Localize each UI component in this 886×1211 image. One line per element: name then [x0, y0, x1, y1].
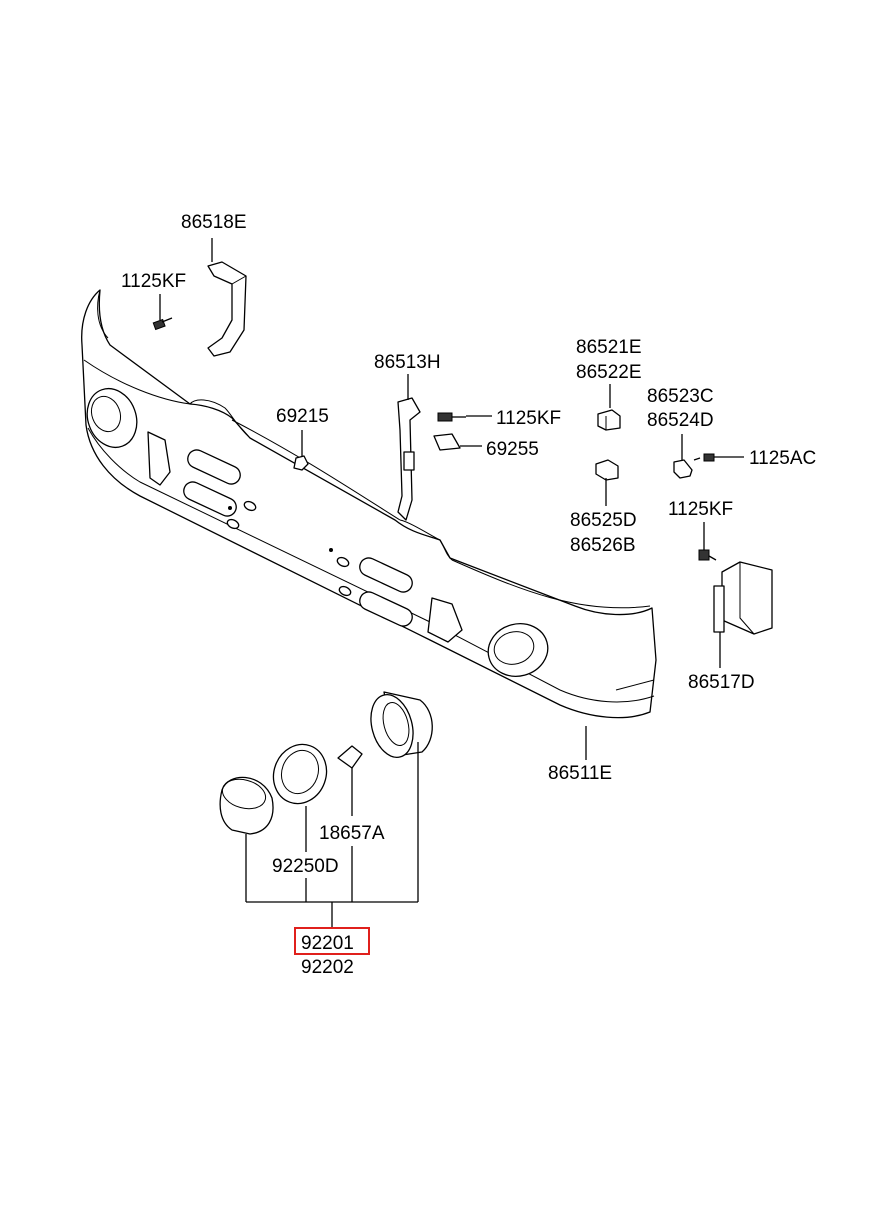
label-1125AC[interactable]: 1125AC: [749, 448, 816, 469]
screw-left[interactable]: [152, 317, 173, 331]
screw-ac[interactable]: [693, 453, 715, 462]
lamp-housing[interactable]: [364, 690, 433, 762]
bulb-icon[interactable]: [337, 745, 363, 816]
lamp-lens[interactable]: [219, 775, 274, 835]
label-86517D[interactable]: 86517D: [688, 672, 755, 693]
upper-bracket[interactable]: [207, 261, 247, 357]
label-69255[interactable]: 69255: [486, 439, 539, 460]
center-bracket[interactable]: [397, 397, 421, 521]
label-86511E[interactable]: 86511E: [548, 763, 612, 784]
front-bumper[interactable]: [79, 289, 657, 719]
clip-c[interactable]: [595, 459, 619, 481]
label-86525D[interactable]: 86525D: [570, 510, 637, 531]
nut-icon[interactable]: [293, 455, 309, 471]
label-86526B[interactable]: 86526B: [570, 535, 636, 556]
screw-right[interactable]: [698, 549, 717, 561]
label-92250D[interactable]: 92250D: [272, 856, 339, 877]
label-1125KF-right[interactable]: 1125KF: [668, 499, 733, 520]
label-1125KF-center[interactable]: 1125KF: [496, 408, 561, 429]
label-86518E[interactable]: 86518E: [181, 212, 247, 233]
label-18657A[interactable]: 18657A: [319, 823, 385, 844]
label-86524D[interactable]: 86524D: [647, 410, 714, 431]
clip-b[interactable]: [673, 459, 693, 479]
label-92202[interactable]: 92202: [301, 957, 354, 978]
label-86523C[interactable]: 86523C: [647, 386, 714, 407]
label-86521E[interactable]: 86521E: [576, 337, 642, 358]
lamp-bezel[interactable]: [265, 737, 334, 811]
screw-center[interactable]: [437, 412, 466, 422]
label-92201[interactable]: 92201: [301, 933, 354, 954]
label-86522E[interactable]: 86522E: [576, 362, 642, 383]
label-86513H[interactable]: 86513H: [374, 352, 441, 373]
label-69215[interactable]: 69215: [276, 406, 329, 427]
label-1125KF-left[interactable]: 1125KF: [121, 271, 186, 292]
side-bracket[interactable]: [713, 561, 773, 635]
highlight-box: [294, 927, 370, 955]
pad[interactable]: [433, 433, 461, 451]
clip-a[interactable]: [597, 409, 621, 431]
